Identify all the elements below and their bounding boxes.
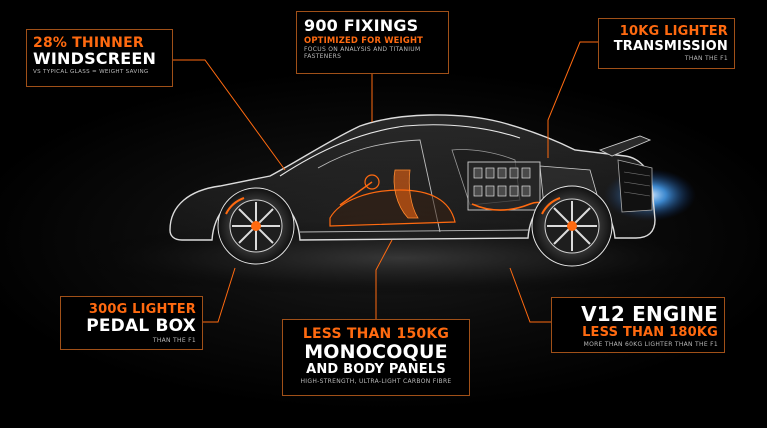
door-line: [317, 139, 441, 233]
fixings-subtitle: OPTIMIZED FOR WEIGHT: [304, 35, 424, 45]
leader-windscreen: [173, 59, 286, 171]
callout-fixings: 900 FIXINGS OPTIMIZED FOR WEIGHT FOCUS O…: [296, 11, 449, 74]
callout-transmission: 10KG LIGHTER TRANSMISSION THAN THE F1: [598, 18, 735, 69]
pedal-headline: 300G LIGHTER: [88, 302, 196, 317]
fixings-detail-2: FASTENERS: [304, 53, 342, 61]
front-wheel: [217, 187, 295, 265]
fixings-detail-1: FOCUS ON ANALYSIS AND TITANIUM: [304, 46, 421, 54]
pedal-detail: THAN THE F1: [152, 337, 196, 344]
pedal-title: PEDAL BOX: [86, 316, 196, 336]
leader-monocoque: [375, 239, 393, 319]
callout-windscreen: 28% THINNER WINDSCREEN VS TYPICAL GLASS …: [26, 29, 173, 87]
monocoque-title: MONOCOQUE: [304, 341, 448, 363]
leader-v12: [509, 267, 551, 323]
monocoque-subtitle: AND BODY PANELS: [306, 362, 446, 377]
leader-transmission: [547, 41, 598, 158]
transmission-title: TRANSMISSION: [613, 39, 728, 54]
callout-monocoque: LESS THAN 150KG MONOCOQUE AND BODY PANEL…: [282, 319, 470, 396]
leader-pedal: [203, 267, 236, 323]
windscreen-title: WINDSCREEN: [33, 49, 157, 68]
v12-headline: V12 ENGINE: [581, 302, 718, 326]
windscreen-detail: VS TYPICAL GLASS = WEIGHT SAVING: [33, 69, 149, 75]
leader-lines: [173, 41, 598, 323]
transmission-headline: 10KG LIGHTER: [619, 24, 728, 39]
seat: [393, 169, 419, 219]
sill-line: [299, 229, 531, 233]
v12-subtitle: LESS THAN 180KG: [582, 325, 718, 340]
windscreen-headline: 28% THINNER: [33, 35, 144, 51]
fixings-headline: 900 FIXINGS: [304, 16, 419, 35]
rear-grille: [617, 159, 653, 213]
monocoque-detail: HIGH-STRENGTH, ULTRA-LIGHT CARBON FIBRE: [300, 378, 452, 385]
steering-wheel: [364, 174, 380, 190]
rear-wheel: [531, 185, 613, 267]
engine-cylinders: [473, 167, 531, 197]
transmission-detail: THAN THE F1: [684, 55, 728, 62]
v12-detail: MORE THAN 60KG LIGHTER THAN THE F1: [583, 341, 718, 348]
callout-v12-engine: V12 ENGINE LESS THAN 180KG MORE THAN 60K…: [551, 297, 725, 353]
rear-wing: [598, 135, 652, 157]
callout-pedal-box: 300G LIGHTER PEDAL BOX THAN THE F1: [60, 296, 203, 350]
canopy-line: [279, 124, 521, 177]
monocoque-headline: LESS THAN 150KG: [302, 326, 450, 342]
